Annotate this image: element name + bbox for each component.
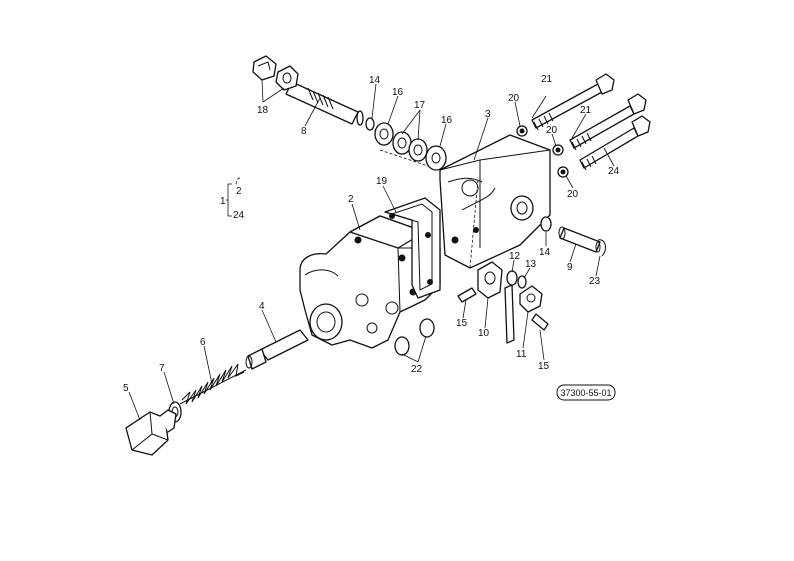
reference-code: 37300-55-01 <box>560 388 611 398</box>
pin <box>245 329 309 370</box>
callout-8: 8 <box>301 126 307 137</box>
callout-15-right: 15 <box>538 361 550 372</box>
callout-20-bottom: 20 <box>567 189 579 200</box>
callout-16-right: 16 <box>441 115 453 126</box>
nuts <box>252 55 299 91</box>
callout-5: 5 <box>123 383 129 394</box>
callout-15-left: 15 <box>456 318 468 329</box>
callout-2-bracket: 2 <box>236 186 242 197</box>
callout-9: 9 <box>567 262 573 273</box>
callout-24: 24 <box>608 166 620 177</box>
callout-6: 6 <box>200 337 206 348</box>
bolt-washers <box>516 125 569 178</box>
callout-16-left: 16 <box>392 87 404 98</box>
callout-14-left: 14 <box>369 75 381 86</box>
callout-labels: 1 2 24 2 3 4 5 6 7 8 9 10 11 12 13 14 14… <box>123 74 620 394</box>
pump-body <box>299 215 441 349</box>
callout-13: 13 <box>525 259 537 270</box>
callout-4: 4 <box>259 301 265 312</box>
callout-10: 10 <box>478 328 490 339</box>
callout-7: 7 <box>159 363 165 374</box>
callout-1: 1 <box>220 196 226 207</box>
spring <box>179 363 247 405</box>
shaft-washers <box>365 117 447 171</box>
callout-21-top: 21 <box>541 74 553 85</box>
callout-20-middle: 20 <box>546 125 558 136</box>
o-rings <box>394 318 435 356</box>
cover <box>439 134 551 269</box>
bolts <box>531 73 651 171</box>
callout-2: 2 <box>348 194 354 205</box>
reference-code-box: 37300-55-01 <box>556 384 616 401</box>
callout-24-bracket: 24 <box>233 210 245 221</box>
callout-20-top: 20 <box>508 93 520 104</box>
callout-12: 12 <box>509 251 521 262</box>
plug <box>125 409 177 456</box>
pin-assembly-right <box>540 216 606 257</box>
shaft <box>285 81 364 126</box>
leader-lines <box>128 79 615 421</box>
callout-3: 3 <box>485 109 491 120</box>
callout-11: 11 <box>516 349 527 360</box>
callout-21-middle: 21 <box>580 105 592 116</box>
callout-22: 22 <box>411 364 423 375</box>
callout-14-right: 14 <box>539 247 551 258</box>
lever-assembly <box>457 261 549 344</box>
callout-18: 18 <box>257 105 269 116</box>
callout-23: 23 <box>589 276 601 287</box>
callout-19: 19 <box>376 176 388 187</box>
callout-17: 17 <box>414 100 426 111</box>
gasket <box>384 197 441 299</box>
